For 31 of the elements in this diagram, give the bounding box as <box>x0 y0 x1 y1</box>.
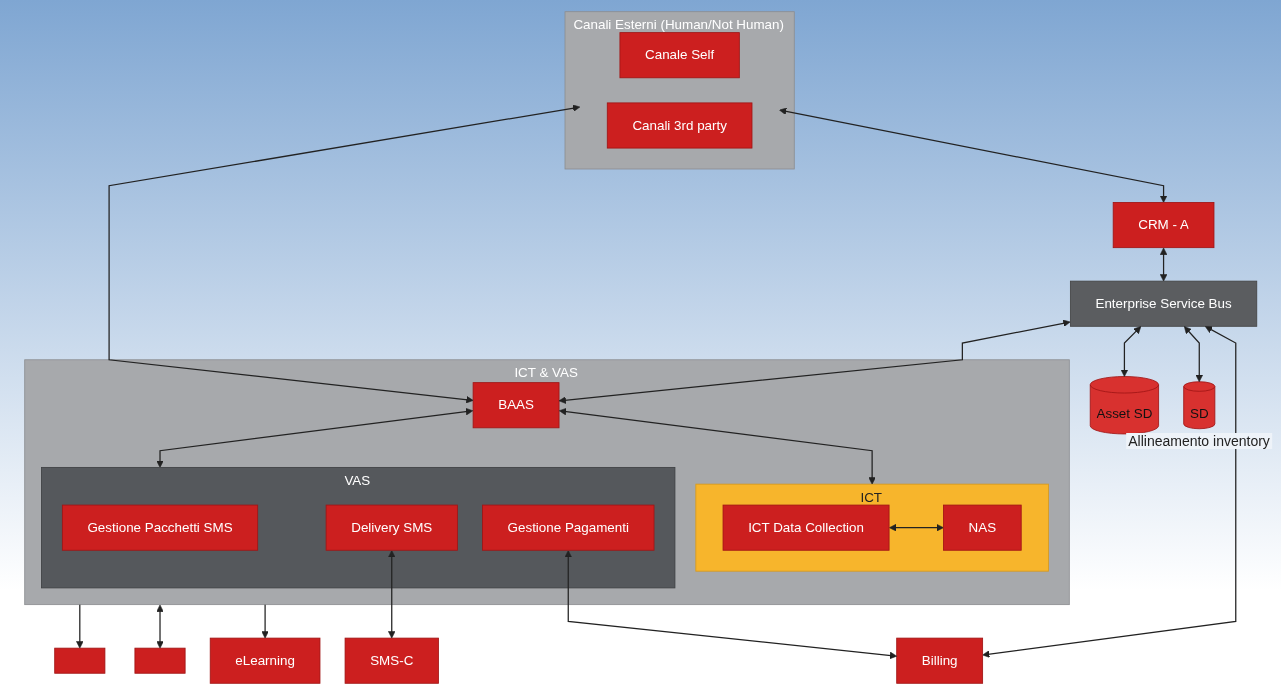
node-box: NAS <box>942 504 1022 551</box>
arrow <box>982 326 1237 658</box>
arrow <box>387 550 396 639</box>
arrow <box>564 550 897 660</box>
node-box: BAAS <box>472 382 560 429</box>
arrow <box>888 524 944 532</box>
node-box: Canale Self <box>619 32 740 79</box>
arrow <box>261 604 269 639</box>
node-box: eLearning <box>209 637 321 684</box>
arrow <box>75 604 84 649</box>
node-box <box>54 647 106 674</box>
arrow <box>558 407 876 485</box>
arrow <box>156 604 164 649</box>
arrow <box>108 104 580 404</box>
node-box: ICT Data Collection <box>722 504 890 551</box>
node-box: CRM - A <box>1112 202 1215 249</box>
arrow <box>156 407 473 468</box>
node-box: Canali 3rd party <box>606 102 753 149</box>
node-box: Gestione Pacchetti SMS <box>61 504 258 551</box>
node-box <box>134 647 186 674</box>
node-box: Enterprise Service Bus <box>1069 280 1257 327</box>
node-box: Delivery SMS <box>325 504 458 551</box>
arrow <box>1159 247 1168 282</box>
node-box: Gestione Pagamenti <box>481 504 655 551</box>
arrow <box>1120 326 1141 377</box>
arrow <box>558 319 1071 404</box>
node-box: SMS-C <box>344 637 439 684</box>
caption-text: Allineamento inventory <box>1126 432 1272 449</box>
arrow <box>1183 326 1203 383</box>
arrow <box>778 107 1168 203</box>
node-box: Billing <box>896 637 983 684</box>
